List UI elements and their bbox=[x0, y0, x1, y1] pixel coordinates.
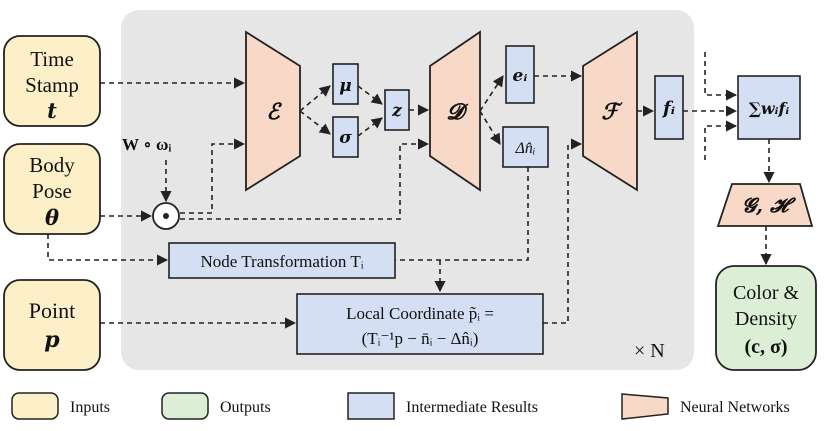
weighted-sum-box: ∑wᵢfᵢ bbox=[737, 75, 801, 140]
repeat-label: × N bbox=[634, 340, 665, 362]
weights-label: W ∘ ωᵢ bbox=[122, 135, 171, 154]
body-pose-input: Body Pose θ bbox=[3, 143, 101, 235]
delta-n-symbol: Δn̂ᵢ bbox=[515, 140, 536, 157]
z-symbol: z bbox=[391, 101, 402, 121]
local-coordinate-line-2: (Tᵢ⁻¹p − n̄ᵢ − Δn̂ᵢ) bbox=[362, 329, 479, 348]
render-heads-network: 𝓖, 𝓗 bbox=[716, 183, 814, 227]
node-transformation-label: Node Transformation Tᵢ bbox=[200, 252, 363, 271]
legend-intermediate-label: Intermediate Results bbox=[406, 399, 538, 416]
output-label-3: (c, σ) bbox=[744, 336, 787, 358]
decoder-network: 𝓓 bbox=[429, 30, 481, 192]
legend-inputs-label: Inputs bbox=[70, 399, 110, 416]
legend-networks-label: Neural Networks bbox=[680, 399, 790, 416]
encoder-network: ℰ bbox=[245, 30, 301, 192]
z-box: z bbox=[384, 89, 410, 131]
body-pose-symbol: θ bbox=[45, 205, 59, 230]
sigma-box: σ bbox=[332, 116, 359, 158]
local-coordinate-line-1: Local Coordinate p̃ᵢ = bbox=[346, 304, 494, 323]
time-stamp-label-1: Time bbox=[30, 47, 74, 71]
legend-inputs: Inputs bbox=[11, 392, 110, 420]
output-label-1: Color & bbox=[733, 282, 800, 304]
body-pose-label-2: Pose bbox=[32, 179, 72, 203]
render-heads-symbol: 𝓖, 𝓗 bbox=[742, 193, 797, 217]
delta-n-box: Δn̂ᵢ bbox=[502, 126, 549, 168]
decoder-symbol: 𝓓 bbox=[447, 99, 469, 125]
flow-arrows bbox=[47, 52, 775, 329]
legend: Inputs Outputs Intermediate Results Neur… bbox=[11, 392, 790, 420]
legend-outputs-label: Outputs bbox=[220, 399, 271, 416]
time-stamp-label-2: Stamp bbox=[25, 73, 79, 97]
mu-box: μ bbox=[332, 63, 359, 105]
legend-outputs: Outputs bbox=[161, 392, 271, 420]
e-i-symbol: eᵢ bbox=[513, 66, 528, 86]
output-label-2: Density bbox=[735, 308, 797, 330]
body-pose-label-1: Body bbox=[29, 153, 75, 177]
local-coordinate-box: Local Coordinate p̃ᵢ = (Tᵢ⁻¹p − n̄ᵢ − Δn… bbox=[296, 293, 544, 355]
feature-network: ℱ bbox=[582, 30, 638, 192]
color-density-output: Color & Density (c, σ) bbox=[715, 265, 817, 371]
point-label: Point bbox=[29, 298, 75, 323]
point-symbol: p bbox=[44, 327, 60, 353]
mu-symbol: μ bbox=[339, 76, 351, 96]
f-i-box: fᵢ bbox=[654, 75, 684, 140]
hadamard-operator bbox=[152, 202, 180, 230]
encoder-symbol: ℰ bbox=[266, 99, 282, 125]
time-stamp-input: Time Stamp t bbox=[3, 35, 101, 127]
legend-networks: Neural Networks bbox=[621, 393, 790, 420]
sigma-symbol: σ bbox=[339, 128, 352, 148]
legend-intermediate: Intermediate Results bbox=[347, 392, 538, 420]
time-stamp-symbol: t bbox=[47, 98, 57, 123]
f-i-symbol: fᵢ bbox=[661, 98, 675, 119]
node-transformation-box: Node Transformation Tᵢ bbox=[168, 242, 396, 279]
feature-symbol: ℱ bbox=[601, 99, 623, 125]
point-input: Point p bbox=[3, 279, 101, 371]
e-i-box: eᵢ bbox=[505, 45, 535, 104]
weighted-sum-symbol: ∑wᵢfᵢ bbox=[749, 99, 790, 118]
